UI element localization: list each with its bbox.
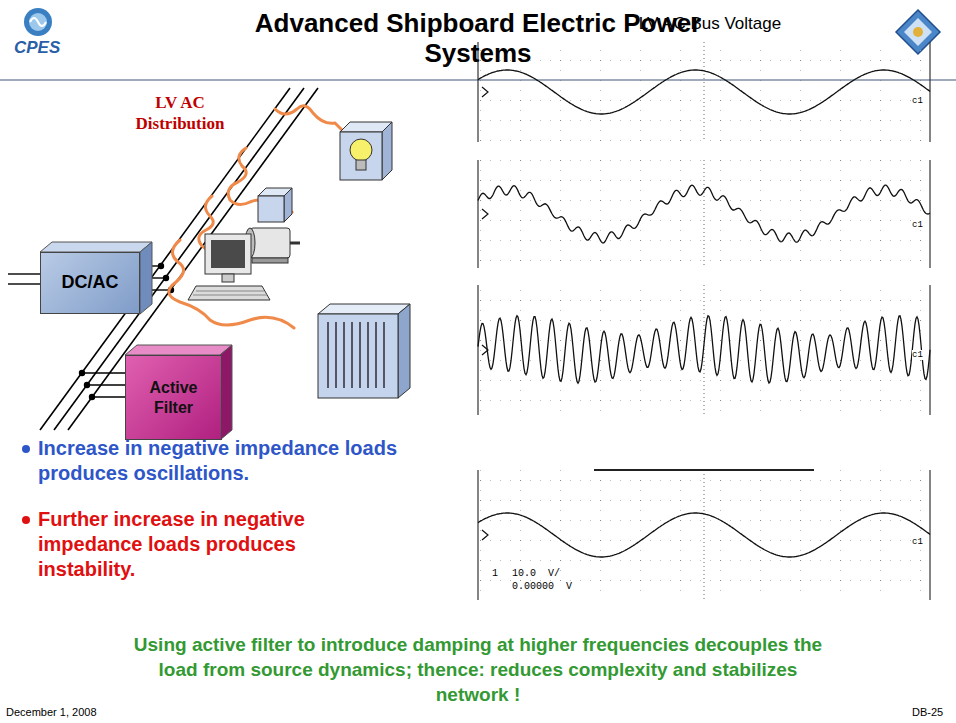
converter-box: DC/AC xyxy=(40,252,140,314)
bullet-text: Further increase in negative impedance l… xyxy=(38,507,368,582)
active-filter-box: Active Filter xyxy=(125,355,222,440)
box-label: Active Filter xyxy=(130,378,217,416)
bus-label: LV AC Distribution xyxy=(110,92,250,134)
electronics-rack-load xyxy=(318,304,410,398)
channel-marker: c1 xyxy=(912,537,923,547)
ground-marker xyxy=(482,345,488,355)
scope-edge xyxy=(477,285,478,415)
offset-setting: 0.00000 V xyxy=(512,581,572,592)
conclusion-text: Using active filter to introduce damping… xyxy=(120,632,836,707)
bullet-dot xyxy=(22,516,30,524)
ground-marker xyxy=(482,530,488,540)
load-cables xyxy=(169,106,345,328)
scope-grid xyxy=(478,160,930,268)
scope-center xyxy=(704,470,705,600)
scope-edge xyxy=(477,470,478,600)
cpes-logo xyxy=(24,8,52,36)
scope-center xyxy=(704,160,705,268)
voltage-trace xyxy=(478,316,930,383)
scope-heading: LV AC Bus Voltage xyxy=(560,14,860,34)
scope-edge xyxy=(477,160,478,268)
footer-date: December 1, 2008 xyxy=(6,706,97,718)
scope-panels xyxy=(478,42,930,600)
lamp-load xyxy=(340,122,392,180)
scope-edge xyxy=(929,470,930,600)
scope-edge xyxy=(929,42,930,142)
motor-load xyxy=(245,188,300,263)
voltage-trace xyxy=(478,70,930,114)
ground-marker xyxy=(482,209,488,219)
computer-load xyxy=(188,234,270,300)
voltage-trace xyxy=(478,185,930,243)
box-label: DC/AC xyxy=(62,272,119,294)
voltage-trace xyxy=(478,513,930,557)
scope-grid xyxy=(478,470,930,600)
bullet-dot xyxy=(22,445,30,453)
channel-marker: c1 xyxy=(912,96,923,106)
footer-page: DB-25 xyxy=(912,706,943,718)
scope-bar xyxy=(594,469,814,471)
channel-marker: c1 xyxy=(912,220,923,230)
channel-number: 1 xyxy=(492,568,498,579)
scope-center xyxy=(704,42,705,142)
logo-caption: CPES xyxy=(14,38,60,58)
scope-grid xyxy=(478,285,930,415)
scale-setting: 10.0 V/ xyxy=(512,568,560,579)
bullet-text: Increase in negative impedance loads pro… xyxy=(38,436,398,486)
scope-grid xyxy=(478,42,930,142)
ground-marker xyxy=(482,87,488,97)
channel-marker: c1 xyxy=(912,350,923,360)
